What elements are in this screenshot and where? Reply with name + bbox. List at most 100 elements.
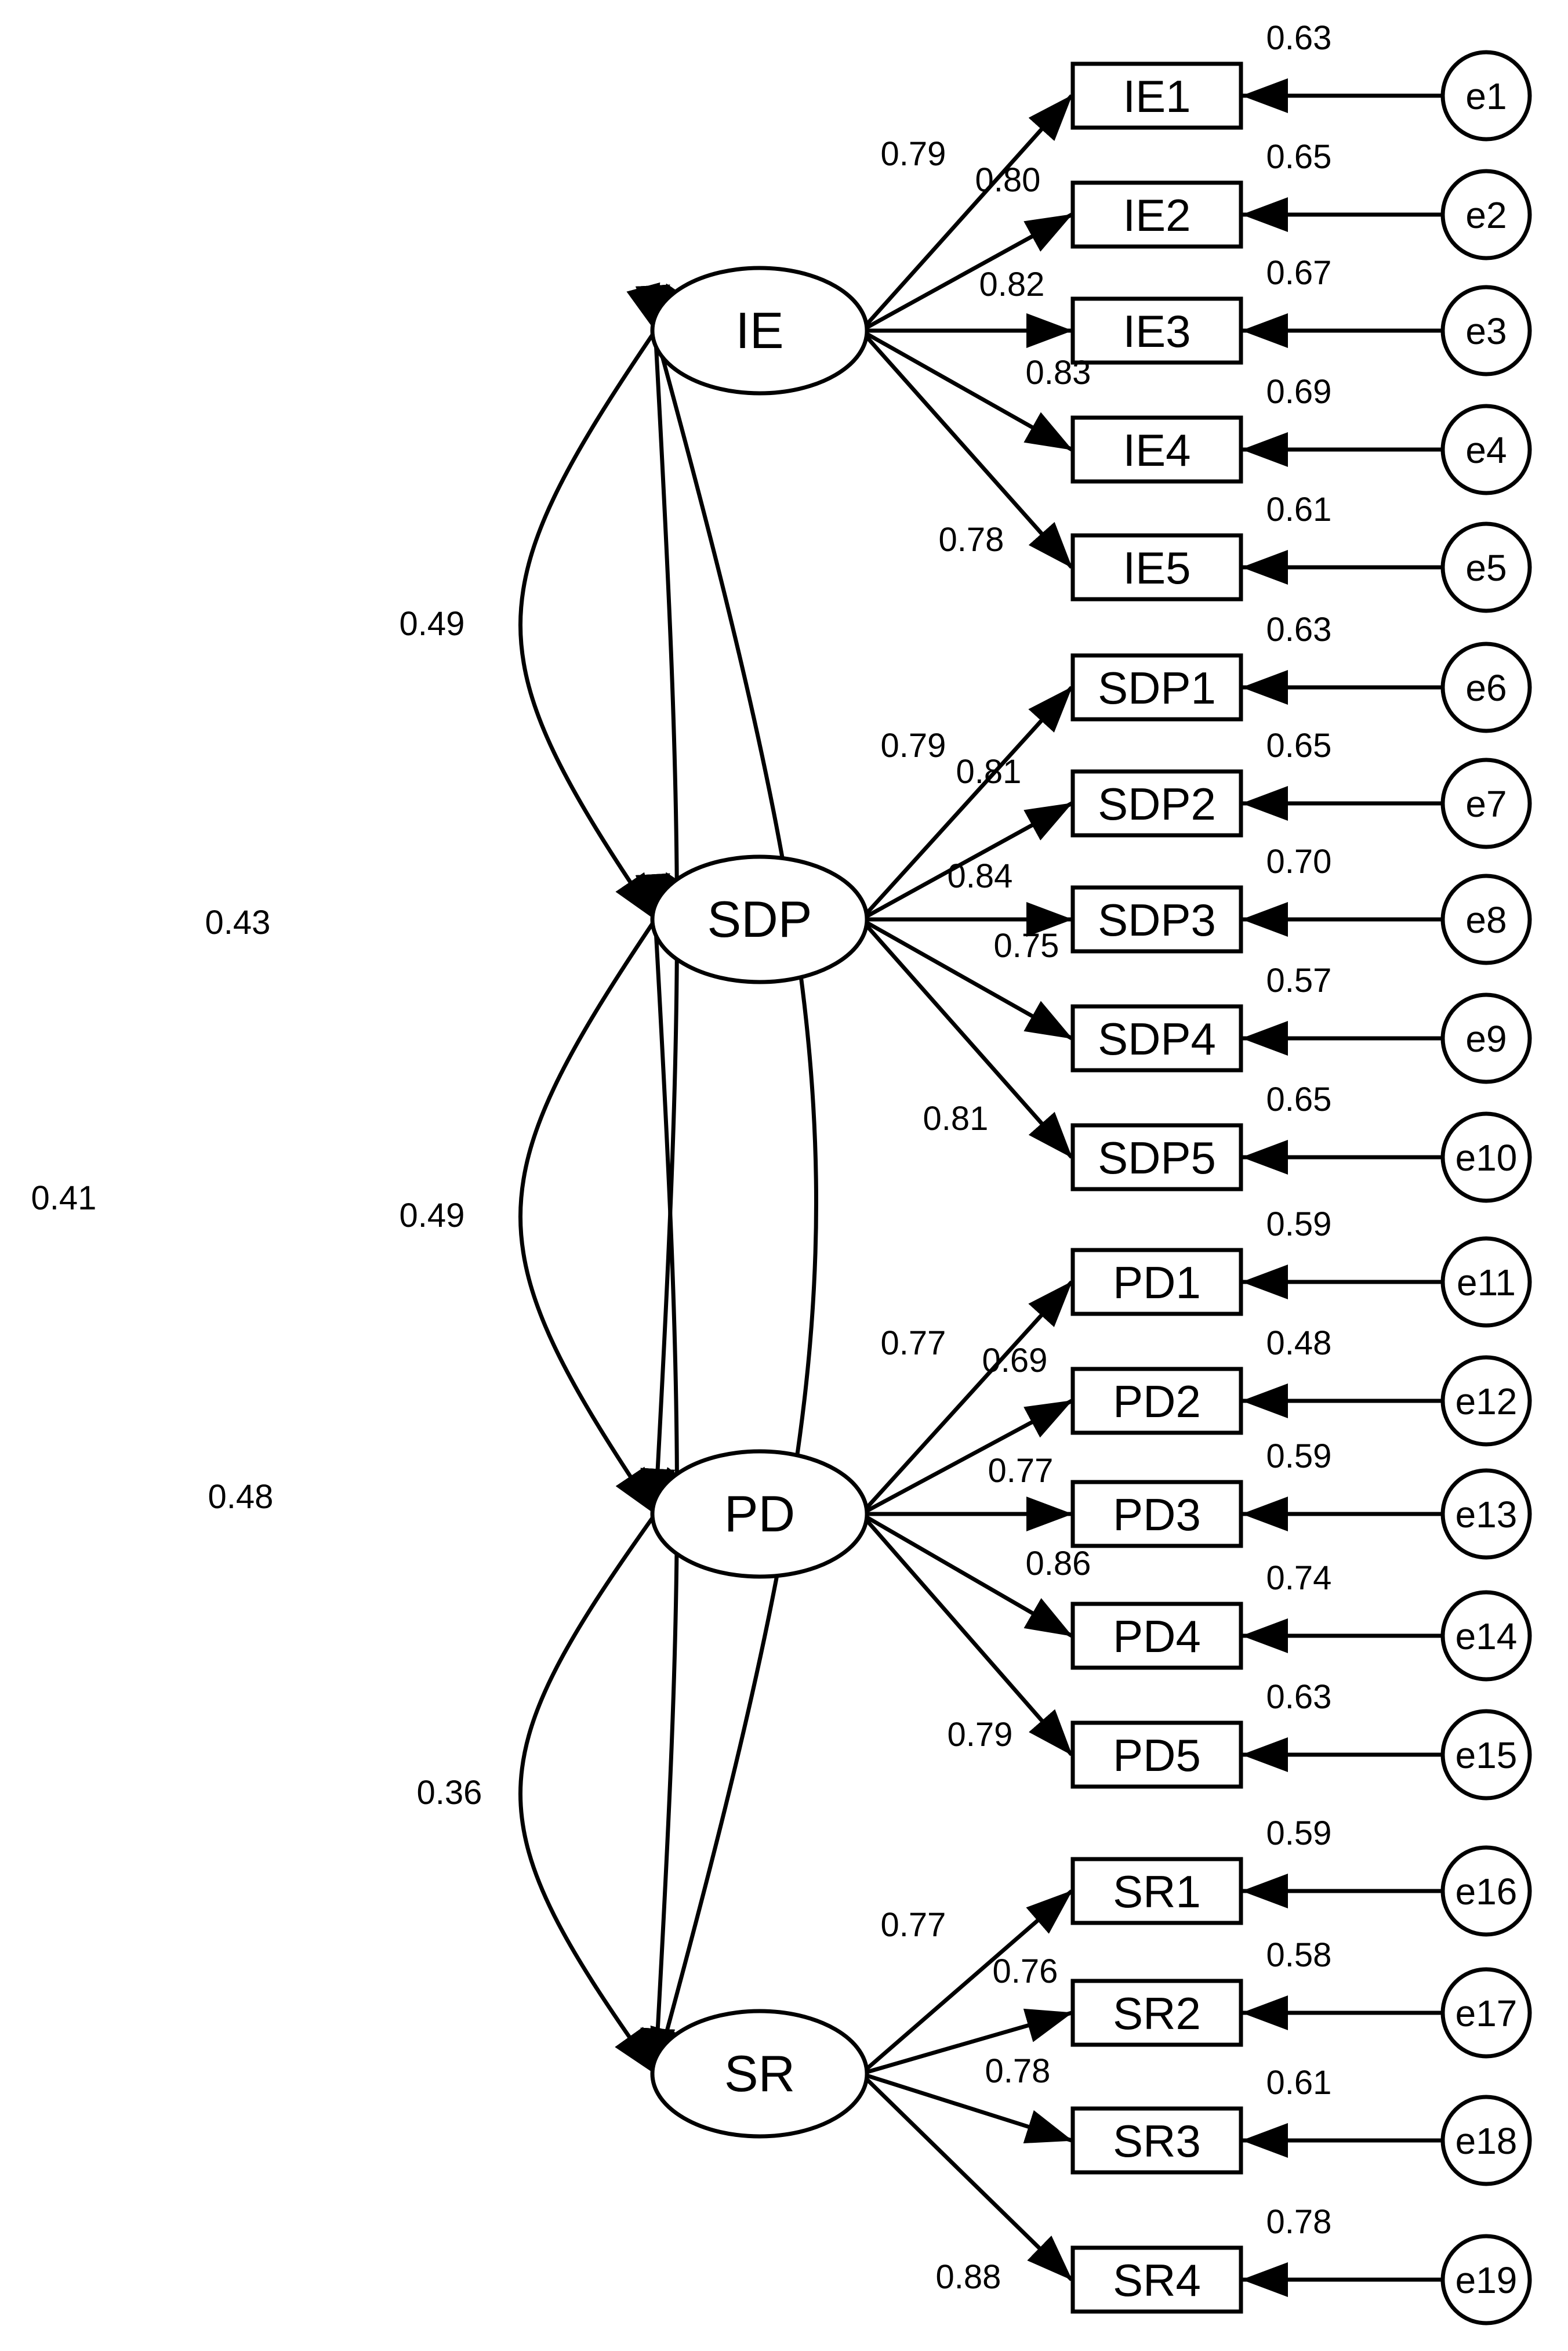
loading-label: 0.84 (948, 857, 1013, 895)
observed-box (1070, 296, 1243, 365)
error-label: e10 (1456, 1137, 1518, 1179)
error-label: e9 (1465, 1018, 1507, 1060)
error-circle (1440, 285, 1532, 376)
error-label: e19 (1456, 2259, 1518, 2301)
covariance-layer (518, 282, 818, 2075)
error-label: e6 (1465, 667, 1507, 709)
observed-box (1070, 769, 1243, 838)
observed-label: SDP5 (1098, 1132, 1216, 1183)
loading-label: 0.76 (993, 1952, 1058, 1990)
observed-box (1070, 180, 1243, 249)
observed-box (1070, 61, 1243, 130)
observed-label: SDP4 (1098, 1013, 1216, 1064)
loading-label: 0.81 (923, 1100, 989, 1138)
loading-arrow (859, 2072, 1073, 2281)
loading-label: 0.82 (979, 266, 1045, 303)
error-label: e8 (1465, 899, 1507, 941)
r2-label: 0.65 (1266, 1081, 1332, 1118)
latent-ellipse (650, 266, 869, 396)
error-circle (1440, 1590, 1532, 1682)
latent-label: SDP (707, 890, 812, 948)
observed-box (1070, 2245, 1243, 2314)
correlation-label: 0.48 (208, 1478, 274, 1516)
loading-arrow (859, 918, 1073, 1159)
r2-label: 0.78 (1266, 2203, 1332, 2241)
correlation-label: 0.43 (205, 904, 271, 941)
error-label: e4 (1465, 429, 1507, 471)
error-label: e14 (1456, 1615, 1518, 1657)
observed-box (1070, 1123, 1243, 1191)
r2-label: 0.74 (1266, 1559, 1332, 1597)
loading-arrow (860, 801, 1073, 922)
observed-label: SDP2 (1098, 778, 1216, 829)
observed-box (1070, 1979, 1243, 2047)
observed-box (1070, 1480, 1243, 1548)
error-label: e15 (1456, 1734, 1518, 1776)
observed-label: PD5 (1113, 1730, 1201, 1781)
loading-arrow (860, 1399, 1073, 1516)
error-circle (1440, 992, 1532, 1084)
latent-ellipse (650, 1449, 869, 1579)
error-label: e3 (1465, 310, 1507, 352)
observed-label: SR3 (1113, 2115, 1201, 2167)
observed-label: IE3 (1123, 306, 1190, 357)
r2-label: 0.65 (1266, 138, 1332, 176)
error-circle (1440, 1709, 1532, 1801)
error-circle (1440, 521, 1532, 613)
path-layer (859, 78, 1443, 2297)
error-circle (1440, 1468, 1532, 1560)
correlation-label: 0.36 (417, 1774, 482, 1812)
observed-label: PD1 (1113, 1257, 1201, 1308)
loading-label: 0.69 (982, 1342, 1048, 1379)
r2-label: 0.61 (1266, 2064, 1332, 2102)
loading-label: 0.75 (994, 927, 1059, 965)
error-circle (1440, 50, 1532, 142)
observed-label: SDP3 (1098, 894, 1216, 946)
loading-label: 0.77 (988, 1452, 1054, 1490)
observed-box (1070, 653, 1243, 722)
error-label: e5 (1465, 547, 1507, 589)
loading-arrow (860, 2071, 1073, 2144)
latent-ellipse (650, 2009, 869, 2139)
loading-label: 0.77 (881, 1324, 946, 1362)
observed-box (1070, 1602, 1243, 1670)
covariance-arc (518, 283, 695, 921)
loading-arrow (860, 917, 1073, 1041)
error-label: e1 (1465, 75, 1507, 117)
error-circle (1440, 404, 1532, 495)
observed-label: IE5 (1123, 542, 1190, 593)
loading-label: 0.86 (1026, 1545, 1091, 1582)
observed-box (1070, 1248, 1243, 1316)
r2-label: 0.67 (1266, 254, 1332, 292)
loading-label: 0.79 (881, 135, 946, 173)
error-circle (1440, 758, 1532, 849)
error-label: e12 (1456, 1381, 1518, 1422)
r2-label: 0.63 (1266, 19, 1332, 57)
r2-label: 0.59 (1266, 1205, 1332, 1243)
loading-label: 0.78 (939, 521, 1004, 559)
observed-label: IE2 (1123, 190, 1190, 241)
error-circle (1440, 2095, 1532, 2186)
loading-label: 0.88 (936, 2258, 1001, 2296)
error-label: e2 (1465, 194, 1507, 236)
error-circle (1440, 169, 1532, 260)
loading-label: 0.79 (948, 1716, 1013, 1754)
loading-arrow (859, 1280, 1073, 1516)
loading-label: 0.79 (881, 727, 946, 765)
correlation-label: 0.41 (31, 1179, 97, 1217)
error-circle (1440, 1236, 1532, 1328)
observed-box (1070, 1367, 1243, 1435)
observed-label: PD2 (1113, 1376, 1201, 1427)
r2-label: 0.69 (1266, 373, 1332, 411)
error-label: e7 (1465, 783, 1507, 825)
latent-label: IE (735, 302, 783, 359)
loading-label: 0.78 (985, 2052, 1051, 2090)
error-label: e18 (1456, 2120, 1518, 2162)
loading-arrow (859, 1512, 1073, 1756)
observed-label: SR2 (1113, 1988, 1201, 2039)
observed-label: SDP1 (1098, 662, 1216, 713)
loading-arrow (860, 1512, 1073, 1638)
observed-label: SR4 (1113, 2255, 1201, 2306)
r2-label: 0.65 (1266, 727, 1332, 765)
